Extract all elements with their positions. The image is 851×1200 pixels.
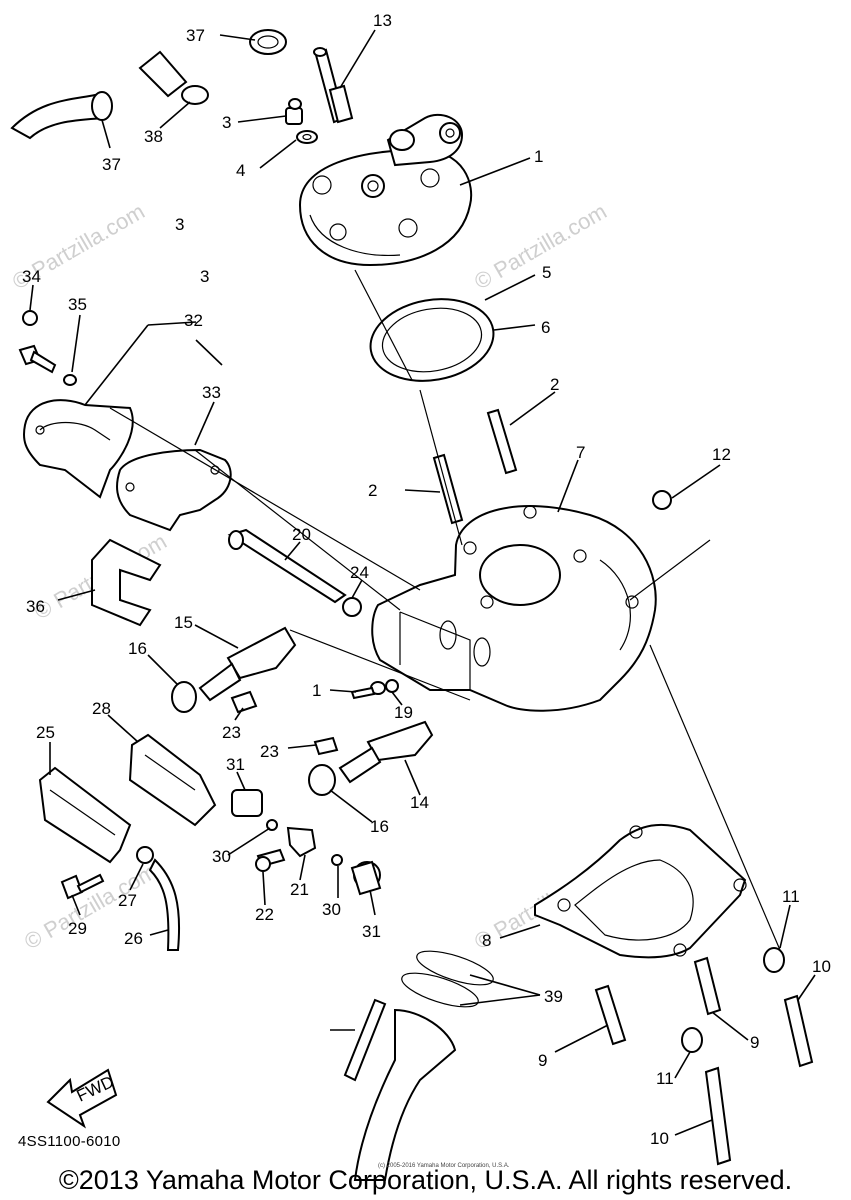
callout-22: 23 — [222, 723, 241, 742]
callout-2b: 2 — [368, 481, 377, 500]
seal-strip — [91, 538, 162, 627]
callout-10: 10 — [812, 957, 831, 976]
diagram-code: 4SS1100-6010 — [18, 1133, 121, 1150]
callout-14: 14 — [410, 793, 429, 812]
callout-11b: 11 — [656, 1069, 674, 1088]
callout-27: 28 — [92, 699, 111, 718]
cylinder-body — [371, 505, 657, 712]
callout-34: 35 — [68, 295, 87, 314]
collar-hardware — [231, 789, 382, 896]
callout-3b: 3 — [175, 215, 184, 234]
callout-3: 3 — [222, 113, 231, 132]
callout-24: 25 — [36, 723, 55, 742]
callout-4: 4 — [236, 161, 245, 180]
callout-numbers: 37 13 3 4 1 38 37 3 3 34 35 32 33 5 6 2 … — [22, 11, 831, 1148]
head-nut — [285, 98, 318, 144]
base-studs — [594, 947, 814, 1166]
callout-37: 38 — [144, 127, 163, 146]
callout-18: 19 — [394, 703, 413, 722]
callout-6: 6 — [541, 318, 550, 337]
callout-16b: 16 — [370, 817, 389, 836]
callout-15: 15 — [174, 613, 193, 632]
callout-31: 32 — [184, 311, 203, 330]
callout-26: 27 — [118, 891, 137, 910]
spark-plug — [313, 47, 354, 124]
callout-35: 36 — [26, 597, 45, 616]
callout-29: 30 — [212, 847, 231, 866]
callout-38: 39 — [544, 987, 563, 1006]
side-cover — [38, 733, 217, 864]
exhaust-valve-lower — [308, 720, 434, 796]
callout-16: 16 — [128, 639, 147, 658]
intake-parts — [343, 950, 494, 1181]
valve-covers — [22, 399, 232, 532]
callout-1b: 1 — [312, 681, 321, 700]
cover-hardware — [60, 846, 181, 951]
cover-bolt — [18, 310, 77, 386]
small-copyright: (c) 2005-2016 Yamaha Motor Corporation, … — [378, 1163, 510, 1169]
callout-30b: 31 — [362, 922, 381, 941]
watermark: © Partzilla.com — [470, 199, 611, 295]
callout-28: 29 — [68, 919, 87, 938]
cylinder-studs — [432, 408, 672, 525]
callout-9b: 9 — [750, 1033, 759, 1052]
callout-19: 20 — [292, 525, 311, 544]
callout-30: 31 — [226, 755, 245, 774]
callout-12: 12 — [712, 445, 731, 464]
callout-1: 1 — [534, 147, 543, 166]
cylinder-head — [298, 113, 473, 267]
leader-lines — [29, 29, 816, 1136]
callout-29b: 30 — [322, 900, 341, 919]
callout-9: 9 — [538, 1051, 547, 1070]
small-screw — [350, 679, 399, 700]
callout-5: 5 — [542, 263, 551, 282]
callout-33: 34 — [22, 267, 41, 286]
callout-10b: 10 — [650, 1129, 669, 1148]
valve-shaft — [227, 528, 362, 617]
fwd-arrow-icon: FWD — [46, 1068, 118, 1129]
callout-21: 22 — [255, 905, 274, 924]
callout-11: 11 — [782, 887, 800, 906]
exhaust-valve-upper — [171, 626, 297, 714]
callout-2: 2 — [550, 375, 559, 394]
callout-3c: 3 — [200, 267, 209, 286]
callout-20: 21 — [290, 880, 309, 899]
callout-7: 7 — [576, 443, 585, 462]
callout-22b: 23 — [260, 742, 279, 761]
base-gasket — [534, 823, 747, 959]
head-gaskets — [369, 298, 495, 382]
callout-13: 13 — [373, 11, 392, 30]
callout-36b: 37 — [102, 155, 121, 174]
callout-23: 24 — [350, 563, 369, 582]
copyright-notice: ©2013 Yamaha Motor Corporation, U.S.A. A… — [58, 1165, 793, 1195]
callout-32: 33 — [202, 383, 221, 402]
callout-25: 26 — [124, 929, 143, 948]
hose-and-clamps — [10, 29, 287, 140]
callout-36: 37 — [186, 26, 205, 45]
callout-8: 8 — [482, 931, 491, 950]
